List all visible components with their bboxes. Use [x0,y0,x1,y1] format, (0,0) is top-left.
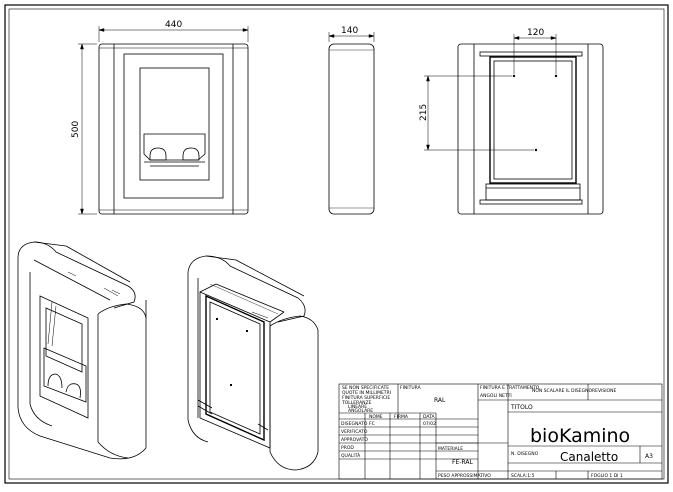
angle-note: ANGOLI NETTI [480,393,512,399]
drawn-by: FC [369,421,375,427]
note-line-2: QUOTE IN MILLIMETRI [342,390,391,396]
rear-view [457,43,604,215]
finish-label: FINITURA [400,385,422,391]
rear-height-dimension: 215 [419,104,429,121]
row-verificato: VERIFICATO [341,429,368,435]
note-line-1: SE NON SPECIFICATE [342,385,389,391]
title-block-text: SE NON SPECIFICATE QUOTE IN MILLIMETRI F… [341,385,653,479]
isometric-front-view [17,241,147,460]
treatment-label: FINITURA E TRATTAMENTO [480,385,540,391]
weight-label: PESO APPROSSIMATIVO [438,473,491,479]
rear-mounting-holes [512,74,558,152]
note-line-5: LINEARE [348,404,367,410]
isometric-rear-view [187,255,319,471]
front-dimension-lines [78,26,249,215]
front-view [98,43,249,215]
scale-label: SCALA:1:5 [511,473,535,479]
side-dimension-lines [328,32,375,42]
row-disegnato: DISEGNATO [341,421,368,427]
rear-width-dimension: 120 [527,28,544,38]
scale-note: NON SCALARE IL DISEGNO [532,388,592,394]
row-approvato: APPROVATO [341,437,368,443]
revision-label: REVISIONE [592,388,616,394]
sheet-count-label: FOGLIO 1 DI 1 [591,473,623,479]
front-height-dimension: 500 [71,121,81,138]
finish-value: RAL [434,397,446,404]
col-data: DATA [423,414,436,420]
title-block-frame [338,383,663,480]
material-label: MATERIALE [438,446,463,452]
note-line-6: ANGOLARE [348,408,373,414]
col-nome: NOME [369,414,383,420]
row-prod: PROD [341,445,354,451]
inner-border [8,8,665,480]
model-name: Canaletto [560,450,618,464]
isometric-rear-holes [216,318,248,386]
drawn-date: 07/02 [423,421,436,427]
rear-dimension-lines [424,34,557,151]
side-view [328,43,375,215]
material-value: FE-RAL [452,459,473,466]
side-depth-dimension: 140 [341,26,358,36]
titolo-label: TITOLO [510,404,533,411]
front-width-dimension: 440 [165,20,182,30]
sheet-size: A3 [645,453,653,460]
drawing-number-label: N. DISEGNO [511,451,539,457]
row-qualita: QUALITÀ [341,452,361,459]
col-firma: FIRMA [394,414,409,420]
note-line-4: TOLLERANZE [341,400,372,406]
note-line-3: FINITURA SUPERFICIE [342,395,390,401]
brand-name: bioKamino [530,425,630,447]
sheet-border [4,4,669,484]
